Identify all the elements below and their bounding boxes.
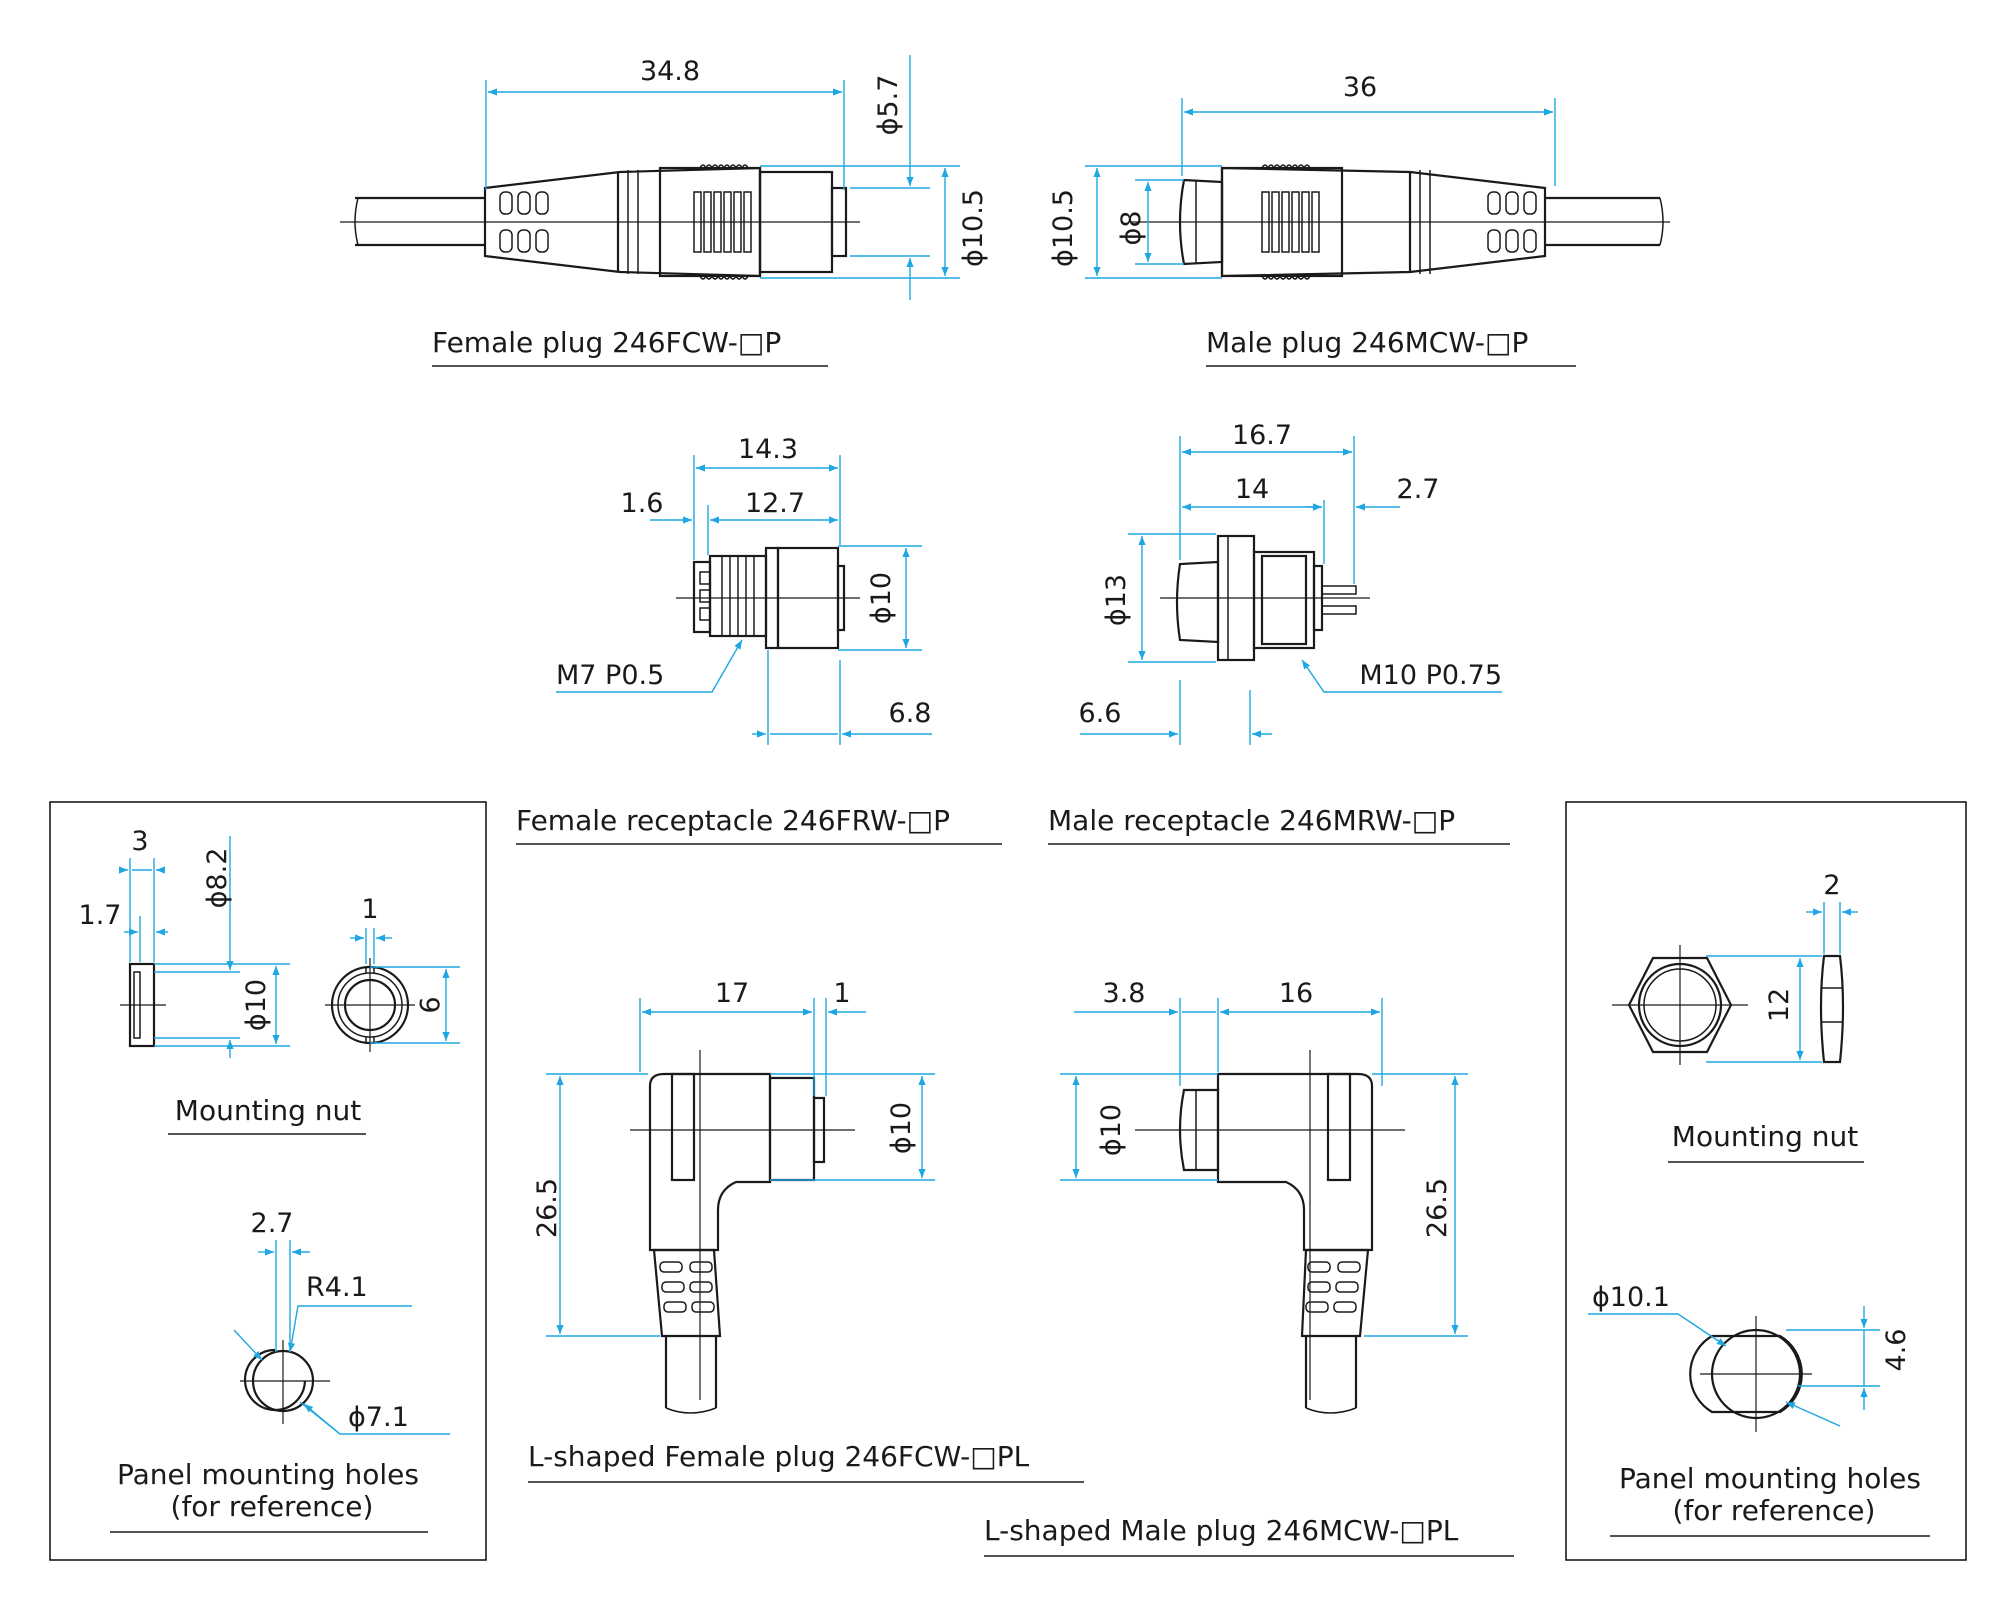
dim-hr-d101: ϕ10.1 [1592,1282,1670,1313]
label-panel-holes-left-2: (for reference) [171,1490,374,1523]
dim-mr-d13: ϕ13 [1101,574,1132,626]
label-male-plug: Male plug 246MCW-□P [1206,326,1528,359]
dim-hl-r41: R4.1 [306,1272,368,1303]
dim-hl-d71: ϕ7.1 [348,1402,409,1433]
dim-nl-d10: ϕ10 [241,979,272,1031]
dim-lf-d10: ϕ10 [886,1102,917,1154]
label-panel-holes-right-1: Panel mounting holes [1619,1462,1921,1495]
male-plug-drawing: 36 ϕ10.5 ϕ8 Male plug 246MCW-□P [1048,72,1670,367]
dim-lf-265: 26.5 [532,1178,563,1238]
dim-lm-38: 3.8 [1103,978,1146,1009]
dim-nr-2: 2 [1823,870,1840,901]
dim-mr-thread: M10 P0.75 [1359,660,1502,691]
dim-fr-127: 12.7 [745,488,805,519]
left-mounting-nut-drawing: 3 1.7 ϕ8.2 ϕ10 1 9 Mounting nut [79,826,460,1135]
dim-nl-d82: ϕ8.2 [202,848,233,909]
dim-lf-1: 1 [833,978,850,1009]
dim-mr-66: 6.6 [1079,698,1122,729]
female-plug-drawing: 34.8 ϕ5.7 ϕ10.5 Female plug 246FCW-□P [340,55,989,367]
right-panel-holes-drawing: 4.6 ϕ10.1 Panel mounting holes (for refe… [1588,1282,1930,1537]
l-female-plug-drawing: 17 1 ϕ10 26.5 L-shaped Female plug 246FC… [528,978,1084,1483]
dim-fr-16: 1.6 [621,488,664,519]
dim-lm-265: 26.5 [1422,1178,1453,1238]
dim-nl-1: 1 [361,894,378,925]
dim-fr-thread: M7 P0.5 [556,660,664,691]
dim-fp-d105: ϕ10.5 [958,189,989,267]
right-mounting-nut-drawing: 2 12 Mounting nut [1612,870,1864,1163]
dim-mr-167: 16.7 [1232,420,1292,451]
dim-mp-d105: ϕ10.5 [1048,189,1079,267]
label-female-plug: Female plug 246FCW-□P [432,326,781,359]
right-accessory-panel [1565,801,1967,1561]
left-accessory-panel [49,801,487,1561]
dim-mr-14: 14 [1235,474,1269,505]
dim-fr-d10: ϕ10 [866,572,897,624]
dim-lm-16: 16 [1279,978,1313,1009]
dim-hl-27: 2.7 [251,1208,294,1239]
dim-fr-143: 14.3 [738,434,798,465]
label-male-receptacle: Male receptacle 246MRW-□P [1048,804,1455,837]
l-male-plug-drawing: 3.8 16 ϕ10 26.5 L-shaped Male plug 246MC… [984,978,1514,1557]
dim-mp-d8: ϕ8 [1116,211,1147,246]
dim-nl-3: 3 [131,826,148,857]
female-receptacle-drawing: 14.3 1.6 12.7 ϕ10 6.8 M7 P0.5 Female rec… [516,434,1002,845]
label-panel-holes-left-1: Panel mounting holes [117,1458,419,1491]
dim-lm-d10: ϕ10 [1096,1104,1127,1156]
label-mounting-nut-right: Mounting nut [1672,1120,1858,1153]
dim-mr-27: 2.7 [1397,474,1440,505]
dim-lf-17: 17 [715,978,749,1009]
dim-nl-17: 1.7 [79,900,122,931]
label-l-male-plug: L-shaped Male plug 246MCW-□PL [984,1514,1459,1547]
dim-fp-d57: ϕ5.7 [873,75,904,136]
label-female-receptacle: Female receptacle 246FRW-□P [516,804,950,837]
left-panel-holes-drawing: 2.7 R4.1 ϕ7.1 Panel mounting holes (for … [110,1208,450,1533]
dim-fp-length: 34.8 [640,56,700,87]
label-panel-holes-right-2: (for reference) [1673,1494,1876,1527]
label-mounting-nut-left: Mounting nut [175,1094,361,1127]
dim-mp-length: 36 [1343,72,1377,103]
dim-nr-12: 12 [1764,988,1795,1022]
dim-fr-68: 6.8 [889,698,932,729]
label-l-female-plug: L-shaped Female plug 246FCW-□PL [528,1440,1030,1473]
dim-nl-9: 9 [413,996,444,1013]
dim-hr-46: 4.6 [1881,1329,1912,1372]
male-receptacle-drawing: 16.7 14 2.7 ϕ13 6.6 M10 P0.75 Male recep… [1048,420,1510,845]
